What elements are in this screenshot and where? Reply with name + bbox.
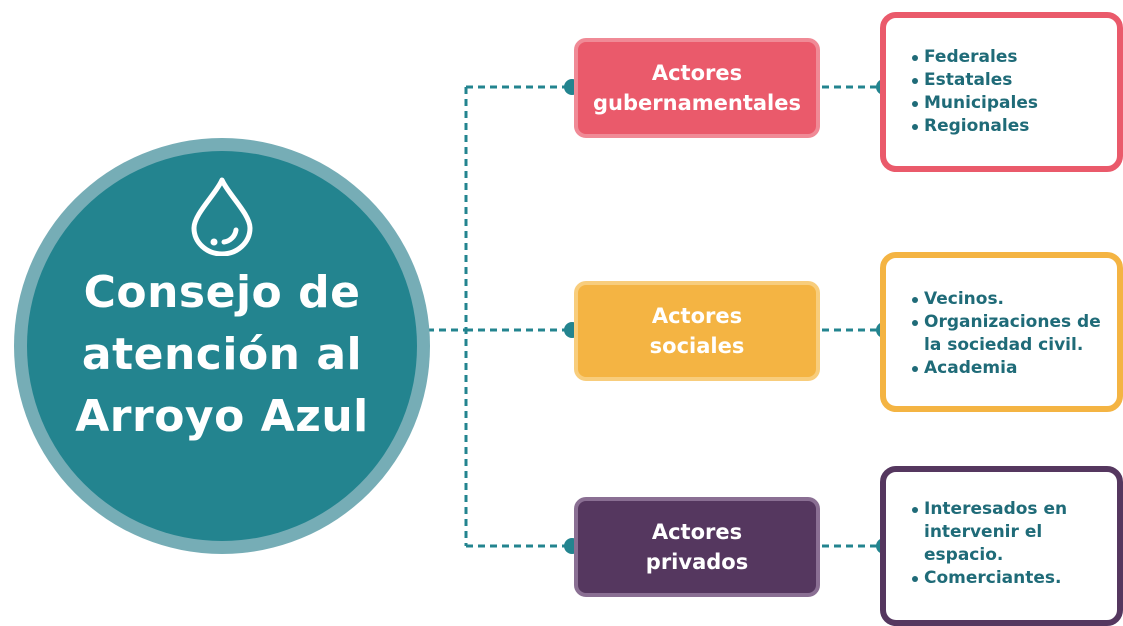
actor-box-privados: Actores privados bbox=[574, 497, 820, 597]
list-item: Organizaciones de la sociedad civil. bbox=[912, 311, 1109, 357]
actor-label-line: sociales bbox=[649, 334, 745, 358]
detail-box-gubernamentales: Federales Estatales Municipales Regional… bbox=[880, 12, 1123, 172]
detail-list: Vecinos. Organizaciones de la sociedad c… bbox=[912, 288, 1109, 380]
actor-label-line: Actores bbox=[651, 61, 743, 85]
center-circle bbox=[27, 151, 417, 541]
actor-box-sociales: Actores sociales bbox=[574, 281, 820, 381]
list-item: Federales bbox=[912, 46, 1109, 69]
list-item: Municipales bbox=[912, 92, 1109, 115]
actor-box-gubernamentales: Actores gubernamentales bbox=[574, 38, 820, 138]
center-title-line: Arroyo Azul bbox=[75, 391, 369, 442]
actor-label-line: Actores bbox=[651, 304, 743, 328]
detail-list: Interesados en intervenir el espacio. Co… bbox=[912, 498, 1109, 590]
water-drop-icon bbox=[191, 177, 253, 256]
list-item: Regionales bbox=[912, 115, 1109, 138]
list-item: Interesados en intervenir el espacio. bbox=[912, 498, 1109, 567]
actor-label-line: privados bbox=[645, 550, 749, 574]
center-title: Consejo de atención al Arroyo Azul bbox=[27, 262, 417, 448]
detail-list: Federales Estatales Municipales Regional… bbox=[912, 46, 1109, 138]
detail-box-privados: Interesados en intervenir el espacio. Co… bbox=[880, 466, 1123, 626]
list-item: Academia bbox=[912, 357, 1109, 380]
center-title-line: Consejo de bbox=[83, 267, 361, 318]
list-item: Estatales bbox=[912, 69, 1109, 92]
actor-label-line: gubernamentales bbox=[593, 91, 801, 115]
list-item: Vecinos. bbox=[912, 288, 1109, 311]
actor-label-line: Actores bbox=[651, 520, 743, 544]
detail-box-sociales: Vecinos. Organizaciones de la sociedad c… bbox=[880, 252, 1123, 412]
list-item: Comerciantes. bbox=[912, 567, 1109, 590]
center-title-line: atención al bbox=[81, 329, 363, 380]
